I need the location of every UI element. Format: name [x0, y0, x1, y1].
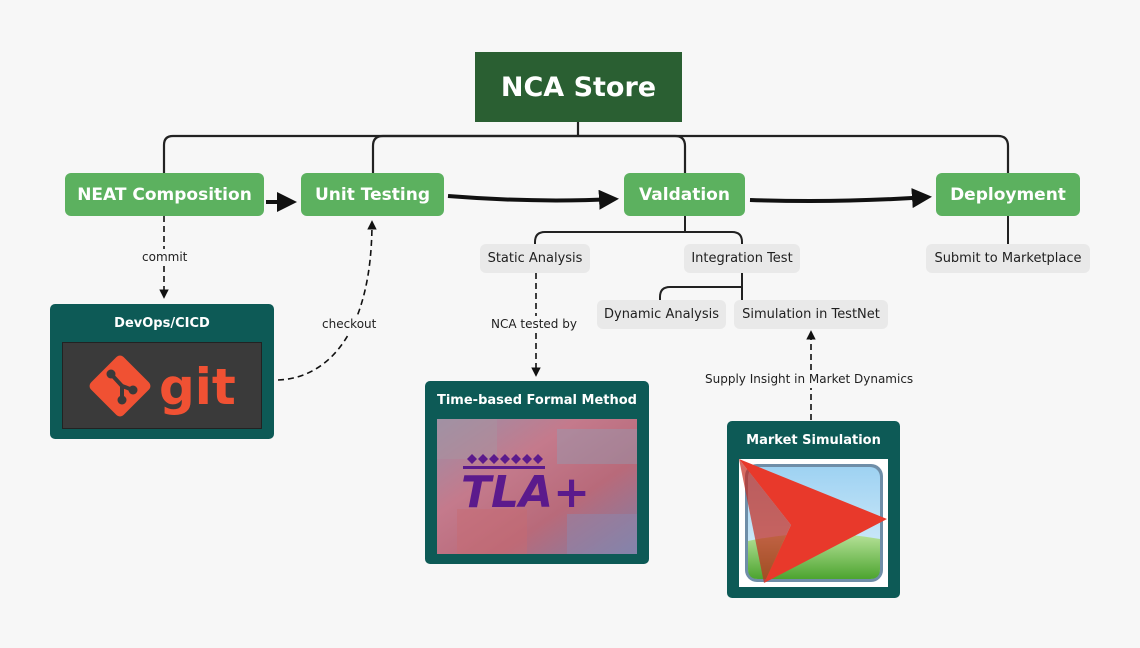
label-supply-insight: Supply Insight in Market Dynamics	[702, 371, 917, 388]
git-logo-icon: git	[89, 355, 236, 417]
integration-branch-dynamic	[659, 272, 743, 300]
tla-logo-image: TLA+	[437, 419, 637, 554]
flow-arrow-validation-to-deployment	[749, 188, 932, 209]
root-branch-validation	[578, 134, 687, 173]
git-logo-text: git	[159, 358, 236, 416]
flow-arrow-unit-to-validation	[447, 189, 619, 210]
root-branch-deployment	[578, 134, 1010, 173]
tla-logo-icon: TLA+	[437, 419, 637, 554]
card-formal-method-title: Time-based Formal Method	[436, 393, 637, 408]
root-branch-unit-testing	[371, 134, 578, 173]
node-submit-marketplace[interactable]: Submit to Marketplace	[926, 244, 1090, 273]
card-devops-title: DevOps/CICD	[114, 316, 210, 331]
node-simulation-testnet[interactable]: Simulation in TestNet	[734, 300, 888, 329]
git-logo-image: git	[62, 342, 262, 429]
label-tested-by: NCA tested by	[488, 316, 580, 333]
label-commit: commit	[139, 249, 191, 266]
node-neat-composition[interactable]: NEAT Composition	[65, 173, 264, 216]
market-simulation-image	[739, 459, 888, 587]
node-integration-test[interactable]: Integration Test	[684, 244, 800, 273]
node-unit-testing[interactable]: Unit Testing	[301, 173, 444, 216]
card-devops-cicd[interactable]: DevOps/CICD git	[50, 304, 274, 439]
market-simulation-icon	[739, 459, 887, 583]
node-dynamic-analysis[interactable]: Dynamic Analysis	[597, 300, 726, 329]
dashed-checkout-arrow	[277, 220, 377, 381]
card-formal-method[interactable]: Time-based Formal Method	[425, 381, 649, 564]
node-validation[interactable]: Valdation	[624, 173, 745, 216]
root-node-nca-store[interactable]: NCA Store	[475, 52, 682, 122]
tla-logo-text: TLA+	[461, 467, 590, 518]
card-market-simulation-title: Market Simulation	[746, 433, 881, 448]
card-market-simulation[interactable]: Market Simulation	[727, 421, 900, 598]
node-static-analysis[interactable]: Static Analysis	[480, 244, 590, 273]
node-deployment[interactable]: Deployment	[936, 173, 1080, 216]
root-branch-composition	[162, 134, 578, 173]
validation-branch-static	[534, 216, 686, 244]
validation-branch-integration	[685, 231, 743, 244]
label-checkout: checkout	[319, 316, 380, 333]
